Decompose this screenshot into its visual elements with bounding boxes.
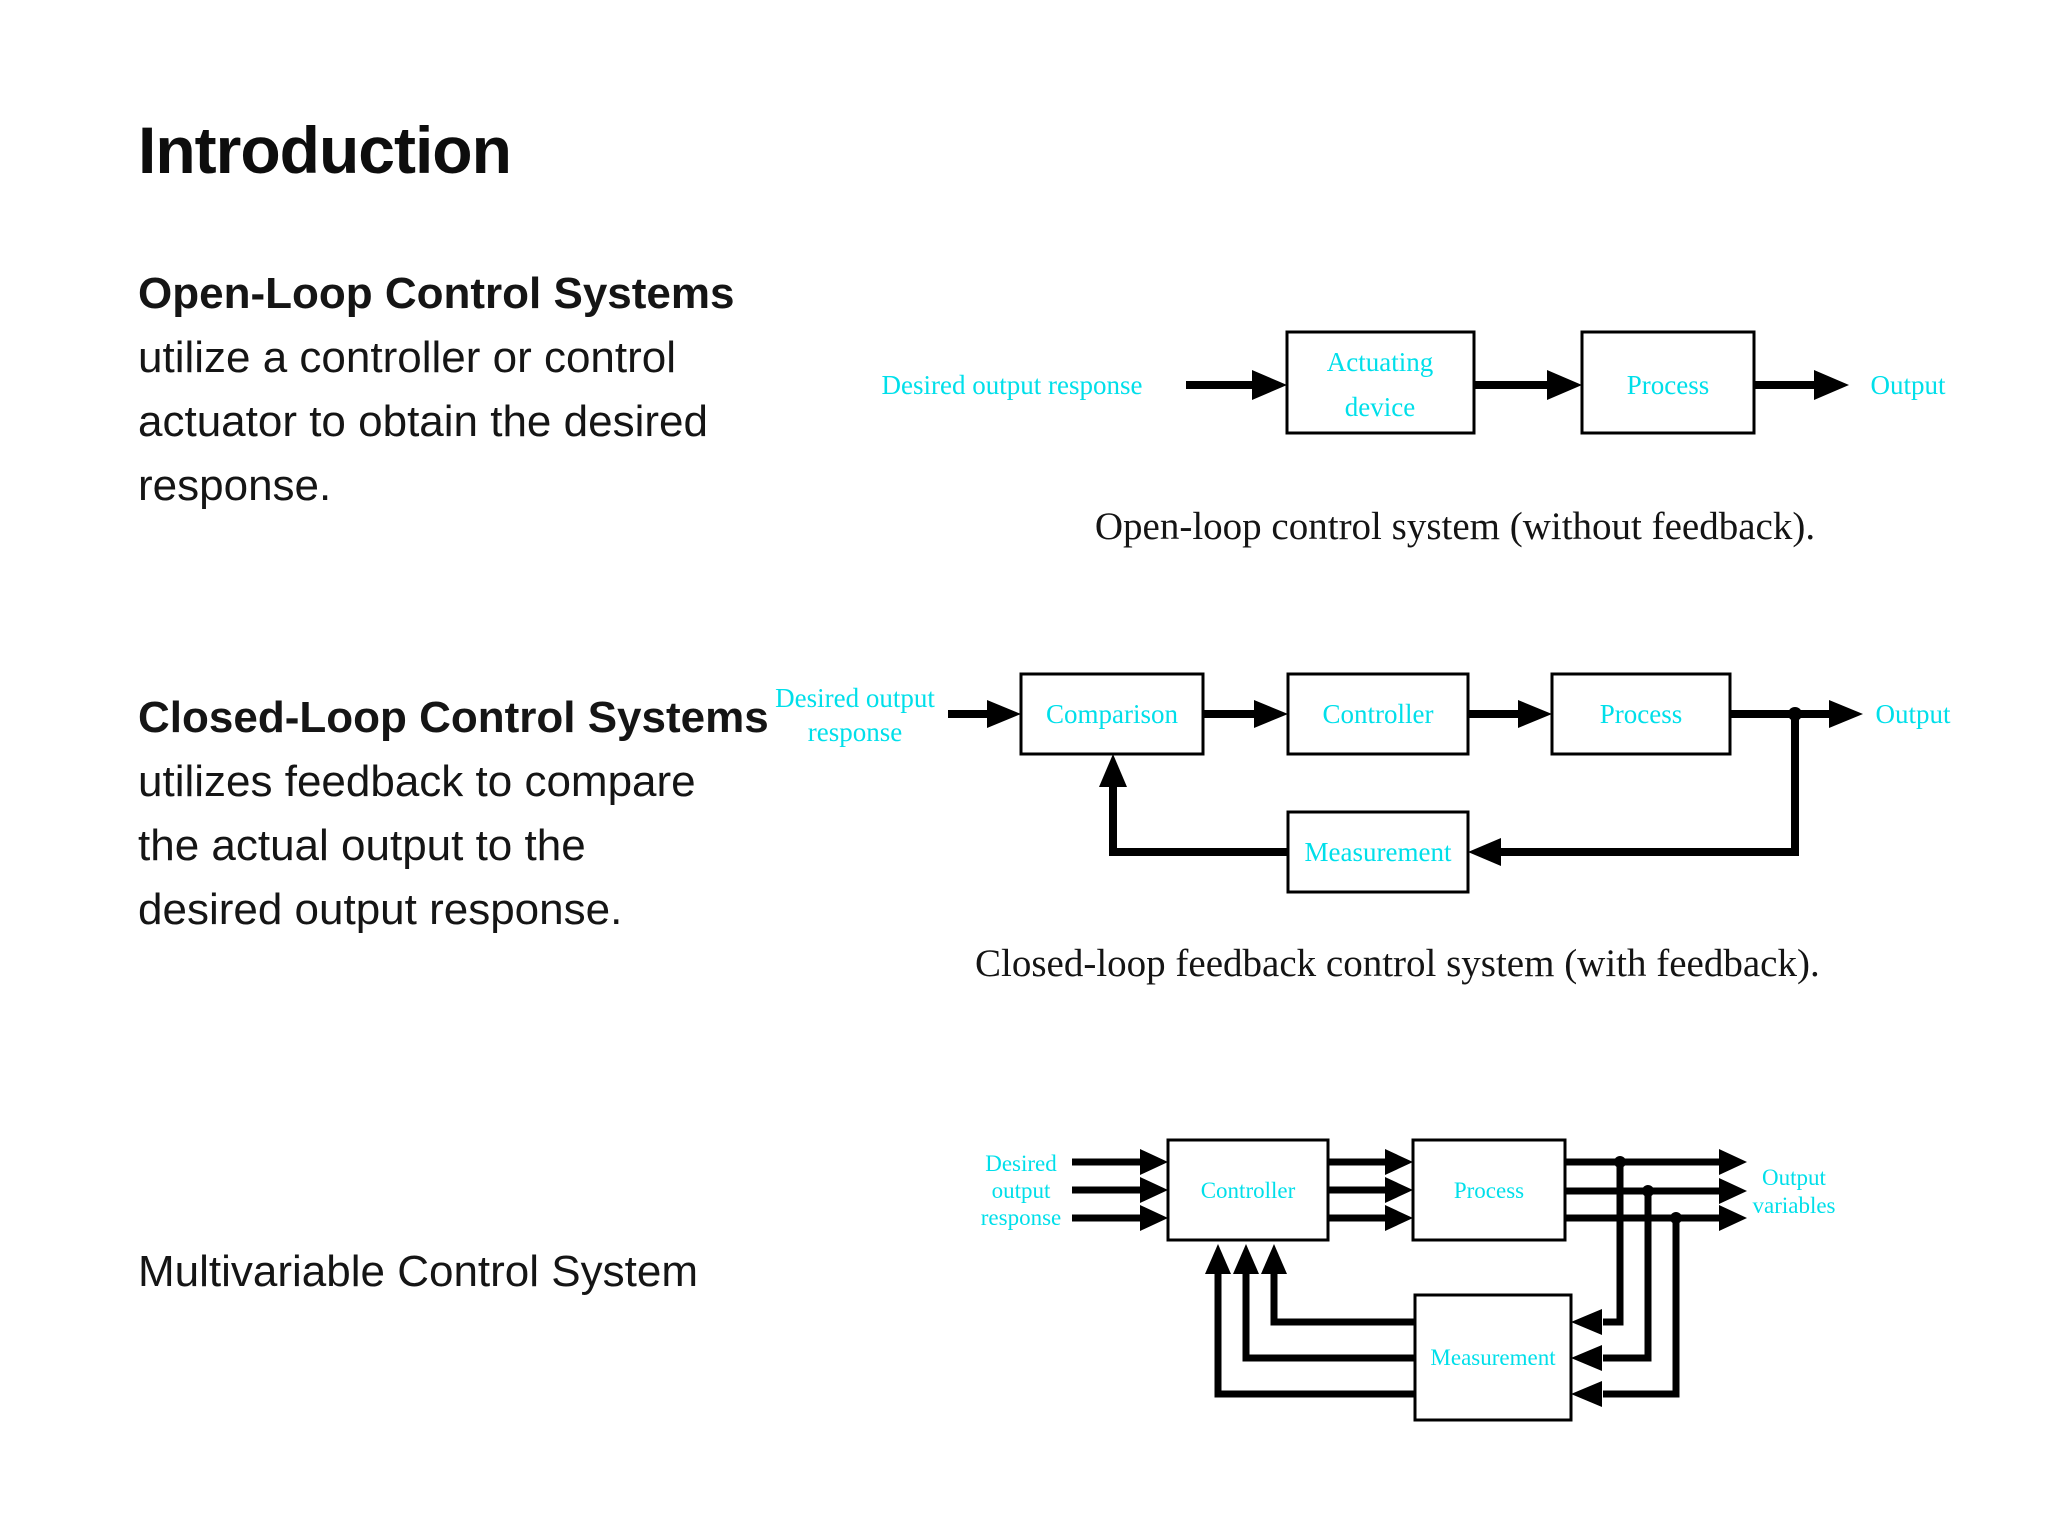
open-loop-input-label: Desired output response [882, 370, 1143, 400]
closed-loop-input-label: Desired output [775, 683, 935, 713]
arrowhead-left-icon [1571, 1381, 1602, 1407]
section-multivariable: Multivariable Control System [138, 1240, 838, 1304]
page-title: Introduction [138, 113, 512, 187]
closed-loop-line: desired output response. [138, 885, 623, 934]
closed-loop-heading: Closed-Loop Control Systems [138, 693, 769, 742]
arrowhead-right-icon [1140, 1149, 1168, 1175]
arrowhead-right-icon [1385, 1205, 1413, 1231]
arrowhead-left-icon [1571, 1345, 1602, 1371]
arrowhead-right-icon [1547, 370, 1582, 400]
process-label: Process [1600, 699, 1683, 729]
actuating-device-label: device [1345, 392, 1415, 422]
closed-loop-line: utilizes feedback to compare [138, 757, 696, 806]
arrowhead-right-icon [1719, 1205, 1747, 1231]
comparison-label: Comparison [1046, 699, 1178, 729]
process-box [1580, 330, 1756, 435]
mv-output-label: Output [1762, 1165, 1827, 1190]
arrowhead-right-icon [1140, 1177, 1168, 1203]
multivariable-diagram: Desired output response Controller Proce… [981, 1138, 1836, 1422]
arrowhead-right-icon [987, 700, 1021, 728]
closed-loop-output-label: Output [1875, 699, 1951, 729]
process-label: Process [1627, 370, 1710, 400]
arrowhead-right-icon [1385, 1149, 1413, 1175]
measurement-box [1413, 1293, 1573, 1422]
open-loop-diagram: Desired output response Actuating device… [882, 330, 1946, 435]
arrowhead-right-icon [1252, 370, 1287, 400]
closed-loop-input-label: response [808, 717, 902, 747]
arrowhead-left-icon [1468, 838, 1501, 866]
controller-box [1286, 672, 1470, 756]
feedback-line [1214, 1273, 1415, 1398]
arrowhead-right-icon [1254, 700, 1288, 728]
mv-input-label: response [981, 1205, 1061, 1230]
controller-box [1166, 1138, 1330, 1242]
actuating-device-box [1285, 330, 1476, 435]
comparison-box [1019, 672, 1205, 756]
section-closed-loop: Closed-Loop Control Systems utilizes fee… [138, 686, 838, 942]
arrowhead-right-icon [1385, 1177, 1413, 1203]
section-open-loop: Open-Loop Control Systems utilize a cont… [138, 262, 838, 518]
feedback-line [1242, 1273, 1415, 1362]
controller-label: Controller [1323, 699, 1434, 729]
open-loop-output-label: Output [1870, 370, 1946, 400]
arrowhead-up-icon [1261, 1244, 1287, 1274]
closed-loop-diagram: Desired output response Comparison Contr… [775, 672, 1951, 894]
feedback-line [1109, 786, 1288, 856]
closed-loop-line: the actual output to the [138, 821, 586, 870]
feedback-line [1500, 714, 1799, 856]
multivariable-label: Multivariable Control System [138, 1247, 698, 1296]
open-loop-caption: Open-loop control system (without feedba… [1094, 505, 1816, 548]
measurement-box [1286, 810, 1470, 894]
open-loop-heading: Open-Loop Control Systems [138, 269, 735, 318]
process-box [1550, 672, 1732, 756]
feedback-line [1270, 1273, 1415, 1326]
arrowhead-right-icon [1719, 1149, 1747, 1175]
arrowhead-right-icon [1814, 370, 1849, 400]
feedback-line [1603, 1159, 1624, 1326]
feedback-line [1603, 1188, 1652, 1362]
controller-label: Controller [1201, 1178, 1296, 1203]
arrowhead-up-icon [1205, 1244, 1231, 1274]
arrowhead-right-icon [1719, 1178, 1747, 1204]
open-loop-line: utilize a controller or control [138, 333, 677, 382]
process-box [1411, 1138, 1567, 1242]
measurement-label: Measurement [1430, 1345, 1556, 1370]
arrowhead-left-icon [1571, 1309, 1602, 1335]
arrowhead-right-icon [1140, 1205, 1168, 1231]
actuating-device-label: Actuating [1327, 347, 1433, 377]
open-loop-line: response. [138, 461, 332, 510]
mv-output-label: variables [1752, 1193, 1835, 1218]
open-loop-line: actuator to obtain the desired [138, 397, 708, 446]
arrowhead-up-icon [1233, 1244, 1259, 1274]
arrowhead-right-icon [1518, 700, 1552, 728]
arrowhead-up-icon [1099, 754, 1127, 787]
mv-input-label: output [992, 1178, 1051, 1203]
measurement-label: Measurement [1305, 837, 1452, 867]
feedback-line [1603, 1215, 1680, 1398]
arrowhead-right-icon [1829, 700, 1863, 728]
mv-input-label: Desired [985, 1151, 1057, 1176]
closed-loop-caption: Closed-loop feedback control system (wit… [975, 942, 1820, 985]
process-label: Process [1454, 1178, 1524, 1203]
